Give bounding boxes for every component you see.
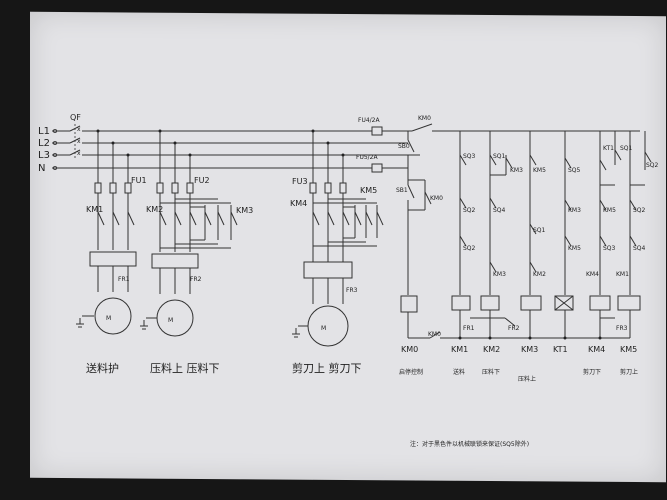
low-label-2: KM2 <box>533 271 546 278</box>
contactor-label-1: KM1 <box>86 205 103 214</box>
coil-label-1: KM1 <box>451 345 468 354</box>
svg-text:x: x <box>77 150 81 157</box>
low-label-4: KM4 <box>586 271 599 278</box>
motor-label-1: M <box>106 315 111 322</box>
top-contact-label: KM0 <box>418 115 431 122</box>
motor-label-2: M <box>168 317 173 324</box>
relay-label-1: FR1 <box>118 276 130 283</box>
supply-lines: xxx <box>52 123 640 173</box>
fuse-label-3: FU3 <box>292 177 308 186</box>
mid-label-5: SQ2 <box>633 207 646 214</box>
line-label-l3: L3 <box>38 150 50 161</box>
column-name-4: 剪刀下 <box>583 368 601 376</box>
coil-label-2: KM2 <box>483 345 500 354</box>
mid-label-7: SQ4 <box>633 245 646 252</box>
svg-text:x: x <box>77 126 81 133</box>
switch-label-sb0: SB0 <box>398 143 410 150</box>
control-labels: SB0 SB1 KM0 KM0 SQ3 SQ1 KM3 KM5 SQ5 KT1 … <box>396 143 659 383</box>
fuse-label-2: FU2 <box>194 176 210 185</box>
motor-name-1: 送料护 <box>86 361 119 375</box>
line-label-l2: L2 <box>38 138 50 149</box>
motor-name-3: 剪刀上 剪刀下 <box>292 361 362 375</box>
top-label-7: SQ2 <box>646 162 659 169</box>
contactor-label-2b: KM3 <box>236 206 253 215</box>
relay-ctrl-label-2: FR2 <box>508 325 520 332</box>
bottom-contact-label: KM0 <box>428 331 441 338</box>
contactor-label-2a: KM2 <box>146 205 163 214</box>
low-label-3: KM5 <box>568 245 581 252</box>
low-label-1: KM3 <box>493 271 506 278</box>
mid-label-3: KM3 <box>568 207 581 214</box>
mid-label-1: SQ4 <box>493 207 506 214</box>
top-label-2: KM3 <box>510 167 523 174</box>
breaker-label: QF <box>70 113 81 122</box>
motor-group-2 <box>140 129 238 337</box>
top-label-3: KM5 <box>533 167 546 174</box>
top-label-1: SQ1 <box>493 153 506 160</box>
column-name-2: 压料下 <box>482 368 500 376</box>
low-label-5: KM1 <box>616 271 629 278</box>
column-name-3: 压料上 <box>518 375 536 383</box>
relay-label-3: FR3 <box>346 287 358 294</box>
contactor-label-3b: KM5 <box>360 186 377 195</box>
switch-label-sb1: SB1 <box>396 187 408 194</box>
relay-label-2: FR2 <box>190 276 202 283</box>
coil-label-3: KM3 <box>521 345 538 354</box>
coil-label-4: KT1 <box>553 345 568 354</box>
mid-label-4: KM5 <box>603 207 616 214</box>
low-label-0: SQ2 <box>463 245 476 252</box>
top-fuse-label: FU4/2A <box>358 117 380 124</box>
line-label-l1: L1 <box>38 126 50 137</box>
column-name-0: 启停控制 <box>399 368 423 376</box>
coil-label-5: KM4 <box>588 345 605 354</box>
motor-labels: FU1 KM1 FR1 M 送料护 FU2 KM2 KM3 FR2 M 压料上 … <box>86 176 377 375</box>
control-circuit <box>400 131 652 340</box>
motor-group-1 <box>76 129 137 335</box>
top-label-5: KT1 <box>603 145 614 152</box>
footnote: 注：对于黑色件以机械联锁来保证(SQ5除外) <box>410 440 529 448</box>
top-label-6: SQ1 <box>620 145 633 152</box>
top-label-0: SQ3 <box>463 153 476 160</box>
motor-label-3: M <box>321 325 326 332</box>
line-label-n: N <box>38 163 45 174</box>
mid-label-2: SQ1 <box>533 227 546 234</box>
mid-label-6: SQ3 <box>603 245 616 252</box>
motor-group-3 <box>292 129 384 347</box>
relay-ctrl-label-1: FR1 <box>463 325 475 332</box>
line-labels: L1 L2 L3 N QF FU4/2A KM0 FU5/2A <box>38 113 431 174</box>
relay-ctrl-label-3: FR3 <box>616 325 628 332</box>
coil-label-0: KM0 <box>401 345 418 354</box>
switch-label-km0: KM0 <box>430 195 443 202</box>
top-label-4: SQ5 <box>568 167 581 174</box>
svg-text:x: x <box>77 138 81 145</box>
fuse-label-1: FU1 <box>131 176 147 185</box>
coil-label-6: KM5 <box>620 345 637 354</box>
contactor-label-3a: KM4 <box>290 199 307 208</box>
mid-label-0: SQ2 <box>463 207 476 214</box>
motor-name-2: 压料上 压料下 <box>150 361 220 375</box>
column-name-1: 送料 <box>453 368 465 376</box>
column-name-5: 剪刀上 <box>620 368 638 376</box>
mid-fuse-label: FU5/2A <box>356 154 378 161</box>
